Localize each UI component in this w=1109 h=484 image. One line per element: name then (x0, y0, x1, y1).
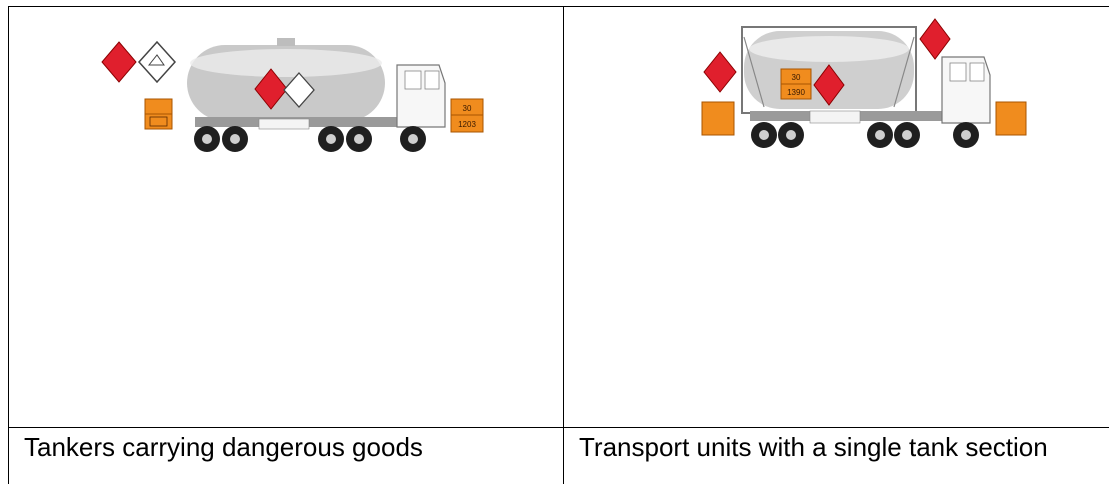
orange-plate-right: 30 1203 (451, 99, 483, 132)
truck-cab (397, 65, 445, 127)
tank-plate-top-number: 30 (792, 73, 801, 82)
orange-plate-bottom-number: 1203 (458, 120, 476, 129)
orange-plate-right (996, 102, 1026, 135)
image-cell-tanker: 30 1203 (9, 7, 563, 427)
tanker-truck-illustration: 30 1203 (9, 7, 563, 187)
table-border-middle (8, 427, 1109, 428)
tank-container-truck-illustration: 30 1390 (564, 7, 1109, 187)
orange-plate-left (702, 102, 734, 135)
flammable-placard-icon (102, 42, 136, 82)
tank-orange-plate: 30 1390 (781, 69, 811, 99)
wheels (194, 126, 426, 152)
image-cell-tank-container: 30 1390 (564, 7, 1109, 427)
caption-tankers: Tankers carrying dangerous goods (24, 432, 423, 462)
tank-plate-bottom-number: 1390 (787, 88, 805, 97)
orange-plate-top-number: 30 (463, 104, 472, 113)
truck-cab (942, 57, 990, 123)
wheels (751, 122, 979, 148)
caption-transport-units: Transport units with a single tank secti… (579, 432, 1048, 462)
container-flammable-placard-icon (704, 52, 736, 92)
orange-plate-left (145, 99, 172, 129)
roof-flammable-placard-icon (920, 19, 950, 59)
environment-hazard-placard-icon (139, 42, 175, 82)
